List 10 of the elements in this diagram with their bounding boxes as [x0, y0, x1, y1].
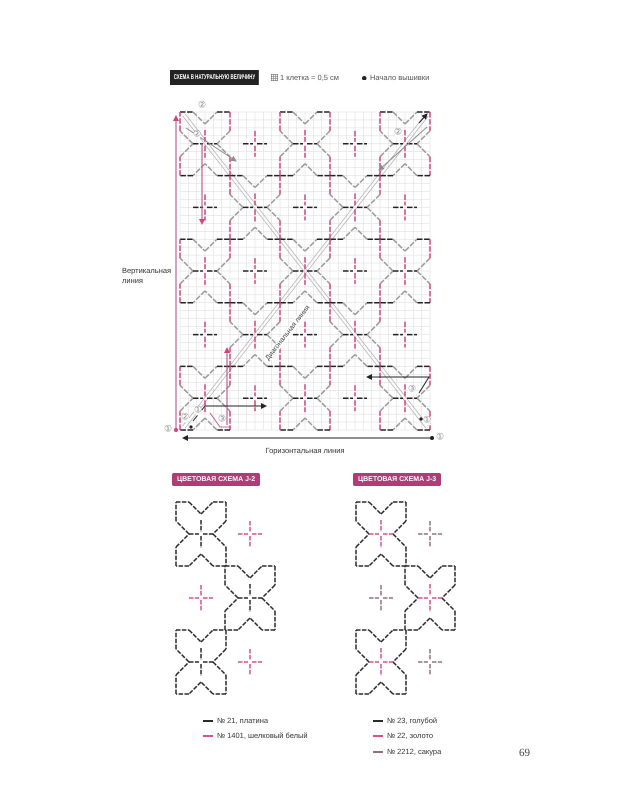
step-number: ② — [394, 128, 402, 138]
page-number: 69 — [519, 748, 530, 759]
step-number: ② — [198, 102, 206, 110]
step-number: ③ — [218, 416, 226, 424]
step-number: ① — [194, 406, 202, 416]
step-number: ① — [164, 426, 172, 434]
step-number: ② — [192, 130, 202, 140]
step-number: ③ — [408, 386, 416, 394]
step-number: ① — [422, 416, 432, 426]
step-number: ① — [436, 434, 444, 442]
